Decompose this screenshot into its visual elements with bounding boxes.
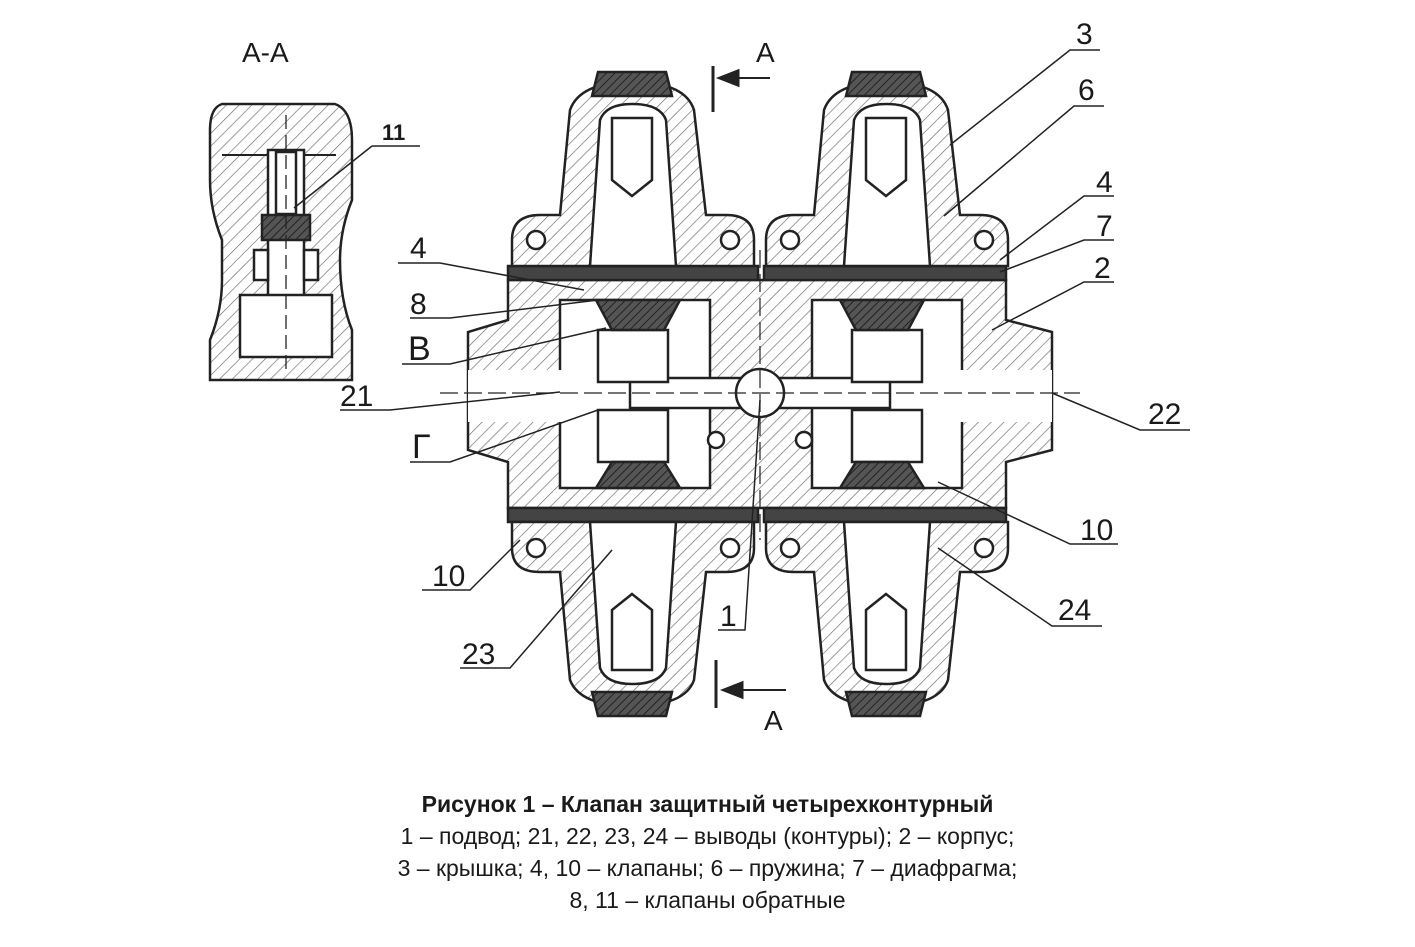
label-4-left: 4	[410, 232, 427, 265]
label-22: 22	[1148, 398, 1181, 431]
label-3: 3	[1076, 18, 1093, 51]
caption-line-3: 8, 11 – клапаны обратные	[569, 887, 846, 913]
section-title: А-А	[242, 37, 289, 68]
label-10-left: 10	[432, 560, 465, 593]
leader-11	[293, 145, 420, 209]
label-B: В	[408, 330, 431, 368]
section-marker-top	[711, 66, 770, 112]
label-4-right: 4	[1096, 166, 1113, 199]
valve-drawing: А-А 11	[208, 18, 1190, 736]
figure-caption: Рисунок 1 – Клапан защитный четырехконту…	[0, 788, 1415, 916]
label-1: 1	[720, 600, 737, 633]
cover-bottom-left	[510, 520, 756, 718]
section-marker-bottom	[714, 660, 786, 708]
caption-line-1: 1 – подвод; 21, 22, 23, 24 – выводы (кон…	[400, 823, 1015, 849]
label-23: 23	[462, 638, 495, 671]
caption-line-2: 3 – крышка; 4, 10 – клапаны; 6 – пружина…	[397, 855, 1018, 881]
label-7: 7	[1096, 210, 1113, 243]
label-8: 8	[410, 288, 427, 321]
cover-top-left	[510, 70, 756, 268]
label-G: Г	[412, 428, 430, 466]
label-10-right: 10	[1080, 514, 1113, 547]
leader-lines	[340, 49, 1190, 669]
label-21: 21	[340, 380, 373, 413]
cover-top-right	[764, 70, 1010, 268]
caption-title: Рисунок 1 – Клапан защитный четырехконту…	[421, 791, 994, 817]
label-24: 24	[1058, 594, 1091, 627]
valve-body	[440, 250, 1080, 540]
section-marker-bottom-label: А	[764, 705, 783, 736]
section-marker-top-label: А	[756, 37, 775, 68]
cover-bottom-right	[764, 520, 1010, 718]
section-aa-inset	[208, 102, 354, 382]
label-6: 6	[1078, 74, 1095, 107]
label-11: 11	[382, 120, 405, 145]
label-2: 2	[1094, 252, 1111, 285]
